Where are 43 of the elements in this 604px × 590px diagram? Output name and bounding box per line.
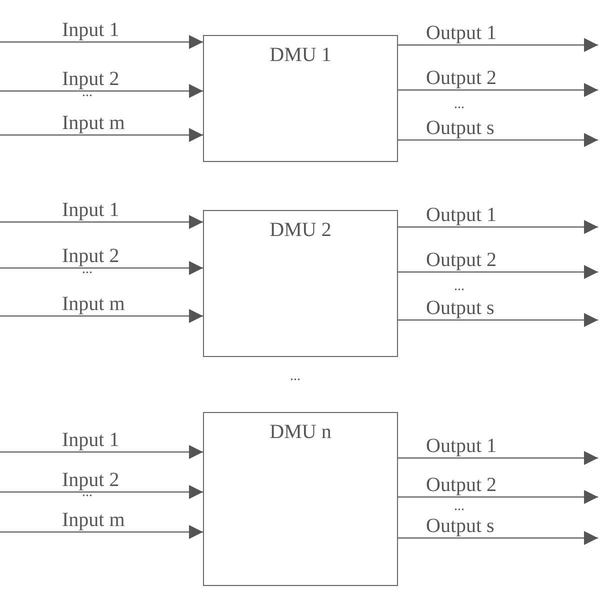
arrow [0,485,203,499]
arrow [0,215,203,229]
arrow [0,128,203,142]
edge-label: Output s [425,297,496,319]
arrow [0,525,203,539]
edge-label: Output 2 [425,249,498,271]
edge-label: Input 1 [61,19,120,41]
edge-label: Output 1 [425,435,498,457]
arrow [0,261,203,275]
ellipsis-label: ... [453,500,466,514]
arrow [0,309,203,323]
edge-label: Input m [61,293,126,315]
arrow [0,84,203,98]
arrow [398,490,598,504]
arrow [0,445,203,459]
arrow [398,451,598,465]
arrow [398,220,598,234]
edge-label: Output s [425,515,496,537]
arrow [0,35,203,49]
ellipsis-label: ... [289,370,302,384]
arrow [398,133,598,147]
process-box [203,210,398,357]
edge-label: Input m [61,509,126,531]
box-label: DMU n [268,421,332,444]
edge-label: Output 2 [425,474,498,496]
edge-label: Output 2 [425,67,498,89]
arrow [398,38,598,52]
edge-label: Output 1 [425,204,498,226]
arrow [398,265,598,279]
box-label: DMU 2 [268,219,332,242]
edge-label: Input 1 [61,429,120,451]
box-label: DMU 1 [268,44,332,67]
arrow [398,313,598,327]
edge-label: Output 1 [425,22,498,44]
edge-label: Output s [425,117,496,139]
process-box [203,35,398,162]
arrow [398,531,598,545]
process-box [203,412,398,586]
arrow [398,83,598,97]
ellipsis-label: ... [453,98,466,112]
edge-label: Input 1 [61,199,120,221]
ellipsis-label: ... [453,280,466,294]
edge-label: Input m [61,112,126,134]
